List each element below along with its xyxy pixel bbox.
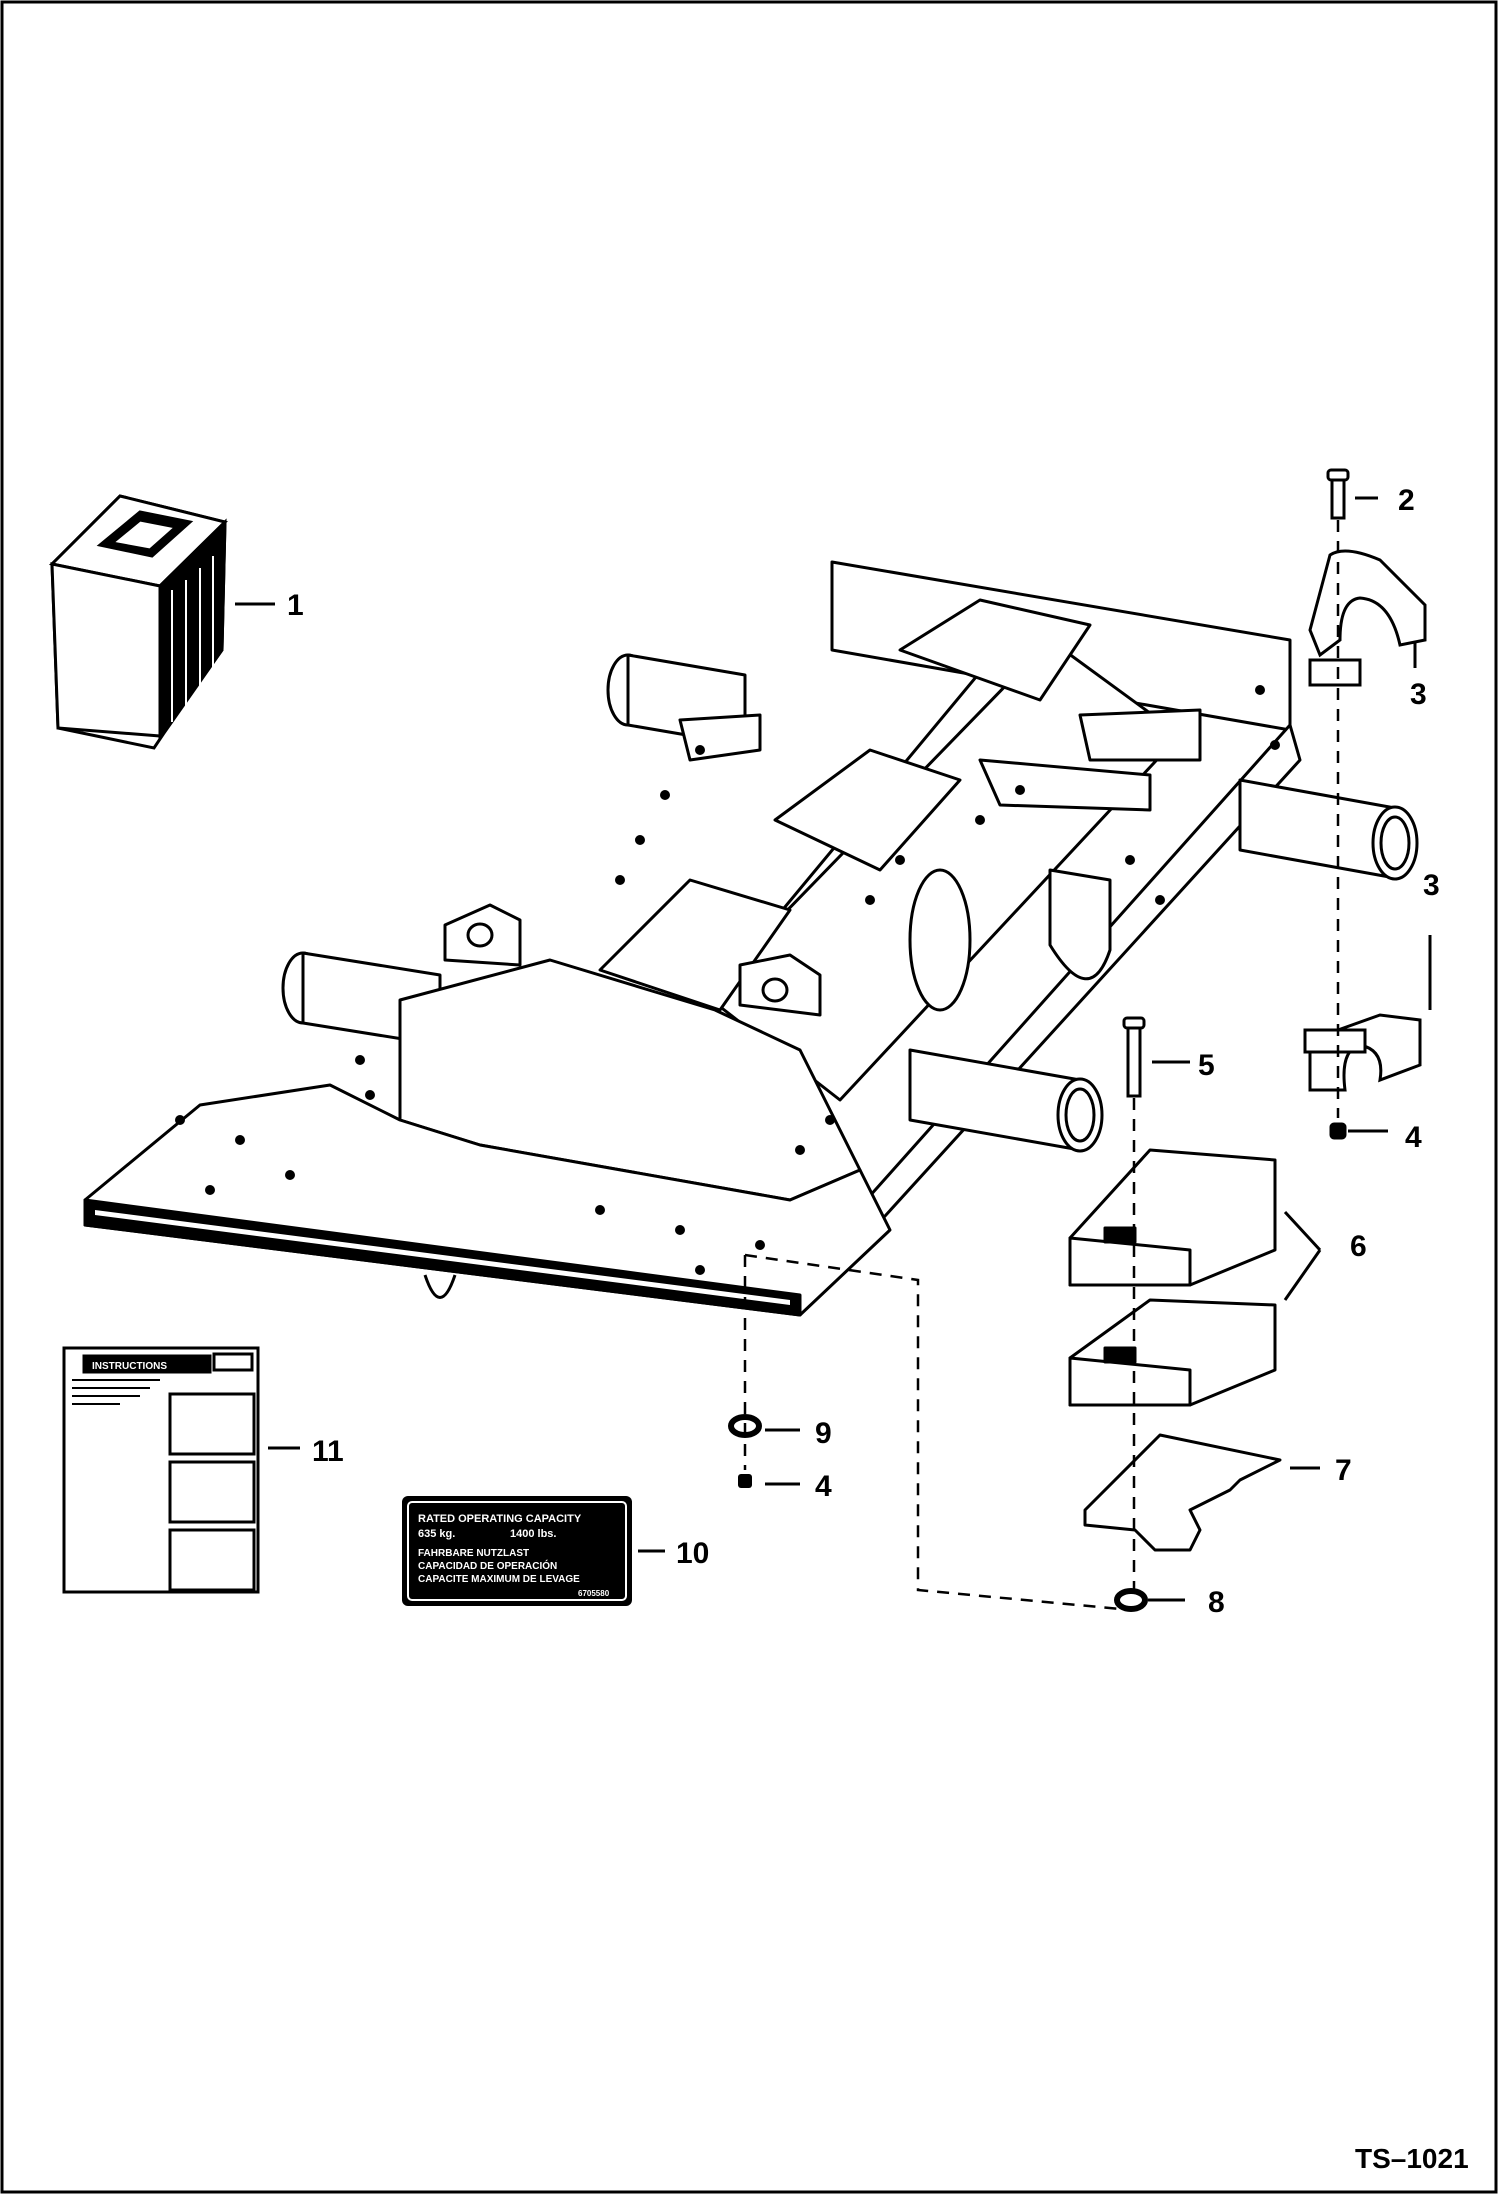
leader-lines	[235, 496, 1432, 1602]
decal-line1: RATED OPERATING CAPACITY	[418, 1513, 582, 1525]
callout-3-lower: 3	[1423, 869, 1440, 902]
decal-code: 6705580	[578, 1589, 610, 1598]
callout-2: 2	[1398, 484, 1415, 517]
counterweight	[1068, 1148, 1277, 1407]
decal-line5: CAPACITE MAXIMUM DE LEVAGE	[418, 1574, 580, 1585]
callout-1: 1	[287, 589, 304, 622]
callout-6: 6	[1350, 1230, 1367, 1263]
callout-10: 10	[676, 1537, 709, 1570]
callout-4-upper: 4	[1405, 1121, 1422, 1154]
callout-5: 5	[1198, 1049, 1215, 1082]
decal-line3: FAHRBARE NUTZLAST	[418, 1548, 529, 1559]
decal-line4: CAPACIDAD DE OPERACIÓN	[418, 1559, 557, 1572]
nut-4-lower	[738, 1474, 752, 1488]
callouts: 1 2 3 3 4 5 6 7 8 9 4 10 11	[287, 484, 1440, 1619]
instructions-decal: INSTRUCTIONS	[62, 1346, 260, 1594]
nut-4-upper	[1329, 1122, 1347, 1140]
instructions-header: INSTRUCTIONS	[92, 1361, 167, 1372]
capacity-decal: RATED OPERATING CAPACITY 635 kg. 1400 lb…	[402, 1496, 632, 1606]
callout-3-upper: 3	[1410, 678, 1427, 711]
callout-4-lower: 4	[815, 1470, 832, 1503]
bolt-2	[1326, 468, 1350, 520]
decal-line2a: 635 kg.	[418, 1528, 455, 1540]
battery	[48, 494, 228, 750]
callout-8: 8	[1208, 1586, 1225, 1619]
callout-9: 9	[815, 1417, 832, 1450]
figure-id: TS–1021	[1355, 2143, 1469, 2174]
bolt-5	[1122, 1016, 1146, 1098]
callout-7: 7	[1335, 1454, 1352, 1487]
main-frame	[83, 560, 1419, 1317]
decal-line2b: 1400 lbs.	[510, 1528, 556, 1540]
assembly-lines	[743, 520, 1340, 1612]
washer-8	[1114, 1588, 1148, 1612]
callout-11: 11	[312, 1435, 344, 1468]
